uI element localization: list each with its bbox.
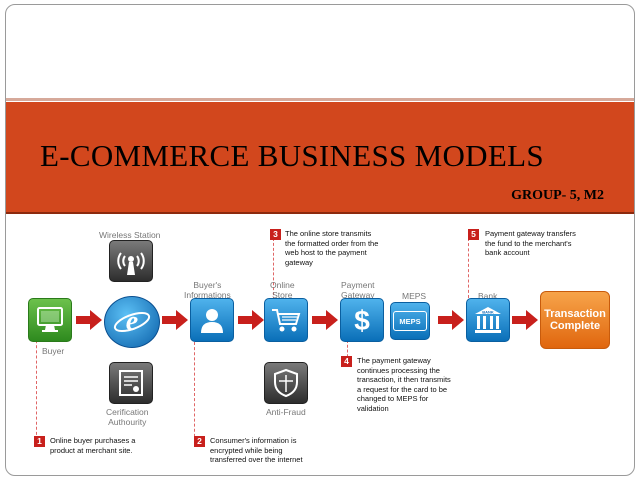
certificate-icon	[119, 370, 143, 396]
step-3-connector	[273, 238, 274, 300]
svg-text:e: e	[126, 306, 138, 337]
buyers-informations-label: Buyer's Informations	[184, 280, 231, 300]
step-1-badge: 1	[34, 436, 45, 447]
shopping-cart-icon	[272, 309, 301, 332]
step-3-badge: 3	[270, 229, 281, 240]
computer-monitor-icon	[37, 307, 63, 332]
meps-box: MEPS	[390, 302, 430, 340]
step-3-text: The online store transmits the formatted…	[285, 229, 379, 267]
title-band-bottom-line	[6, 212, 634, 214]
online-store-label: Online Store	[270, 280, 295, 300]
user-icon	[201, 309, 223, 333]
step-5-badge: 5	[468, 229, 479, 240]
anti-fraud-box	[264, 362, 308, 404]
online-store-box	[264, 298, 308, 342]
bank-label: Bank	[478, 291, 498, 301]
wireless-station-label: Wireless Station	[99, 230, 161, 240]
step-4-badge: 4	[341, 356, 352, 367]
svg-text:$: $	[354, 305, 370, 336]
meps-card-icon: MEPS	[393, 311, 427, 331]
wireless-station-box	[109, 240, 153, 282]
right-arrow-icon	[162, 310, 188, 330]
step-5-connector	[468, 238, 469, 298]
slide-frame	[5, 4, 635, 476]
right-arrow-icon	[512, 310, 538, 330]
slide-title: E-COMMERCE BUSINESS MODELS	[40, 138, 544, 173]
right-arrow-icon	[438, 310, 464, 330]
step-4-text: The payment gateway continues processing…	[357, 356, 451, 413]
slide-subtitle: GROUP- 5, M2	[511, 188, 604, 203]
dollar-sign-icon: $	[354, 305, 370, 336]
transaction-complete-box: Transaction Complete	[540, 291, 610, 349]
buyer-label: Buyer	[42, 346, 65, 356]
bank-building-icon: BANK	[475, 307, 501, 333]
wireless-antenna-icon	[117, 252, 145, 275]
step-5-text: Payment gateway transfers the fund to th…	[485, 229, 576, 257]
right-arrow-icon	[76, 310, 102, 330]
step-2-text: Consumer's information is encrypted whil…	[210, 436, 303, 464]
title-band	[6, 102, 634, 212]
buyers-informations-box	[190, 298, 234, 342]
bank-badge-text: BANK	[482, 309, 494, 314]
meps-label: MEPS	[402, 291, 427, 301]
buyer-box	[28, 298, 72, 342]
internet-circle: e	[104, 296, 160, 348]
internet-explorer-icon: e	[113, 306, 151, 337]
bank-box: BANK	[466, 298, 510, 342]
shield-icon	[274, 368, 298, 398]
certification-authority-box	[109, 362, 153, 404]
right-arrow-icon	[312, 310, 338, 330]
payment-gateway-label: Payment Gateway	[341, 280, 375, 300]
anti-fraud-label: Anti-Fraud	[266, 407, 306, 417]
step-2-connector	[194, 342, 195, 442]
payment-gateway-box: $	[340, 298, 384, 342]
step-4-connector	[347, 340, 348, 362]
certification-authority-label: Cerification Authourity	[106, 407, 149, 427]
step-2-badge: 2	[194, 436, 205, 447]
step-1-text: Online buyer purchases a product at merc…	[50, 436, 136, 455]
right-arrow-icon	[238, 310, 264, 330]
step-1-connector	[36, 330, 37, 440]
title-band-top-line	[6, 98, 634, 101]
